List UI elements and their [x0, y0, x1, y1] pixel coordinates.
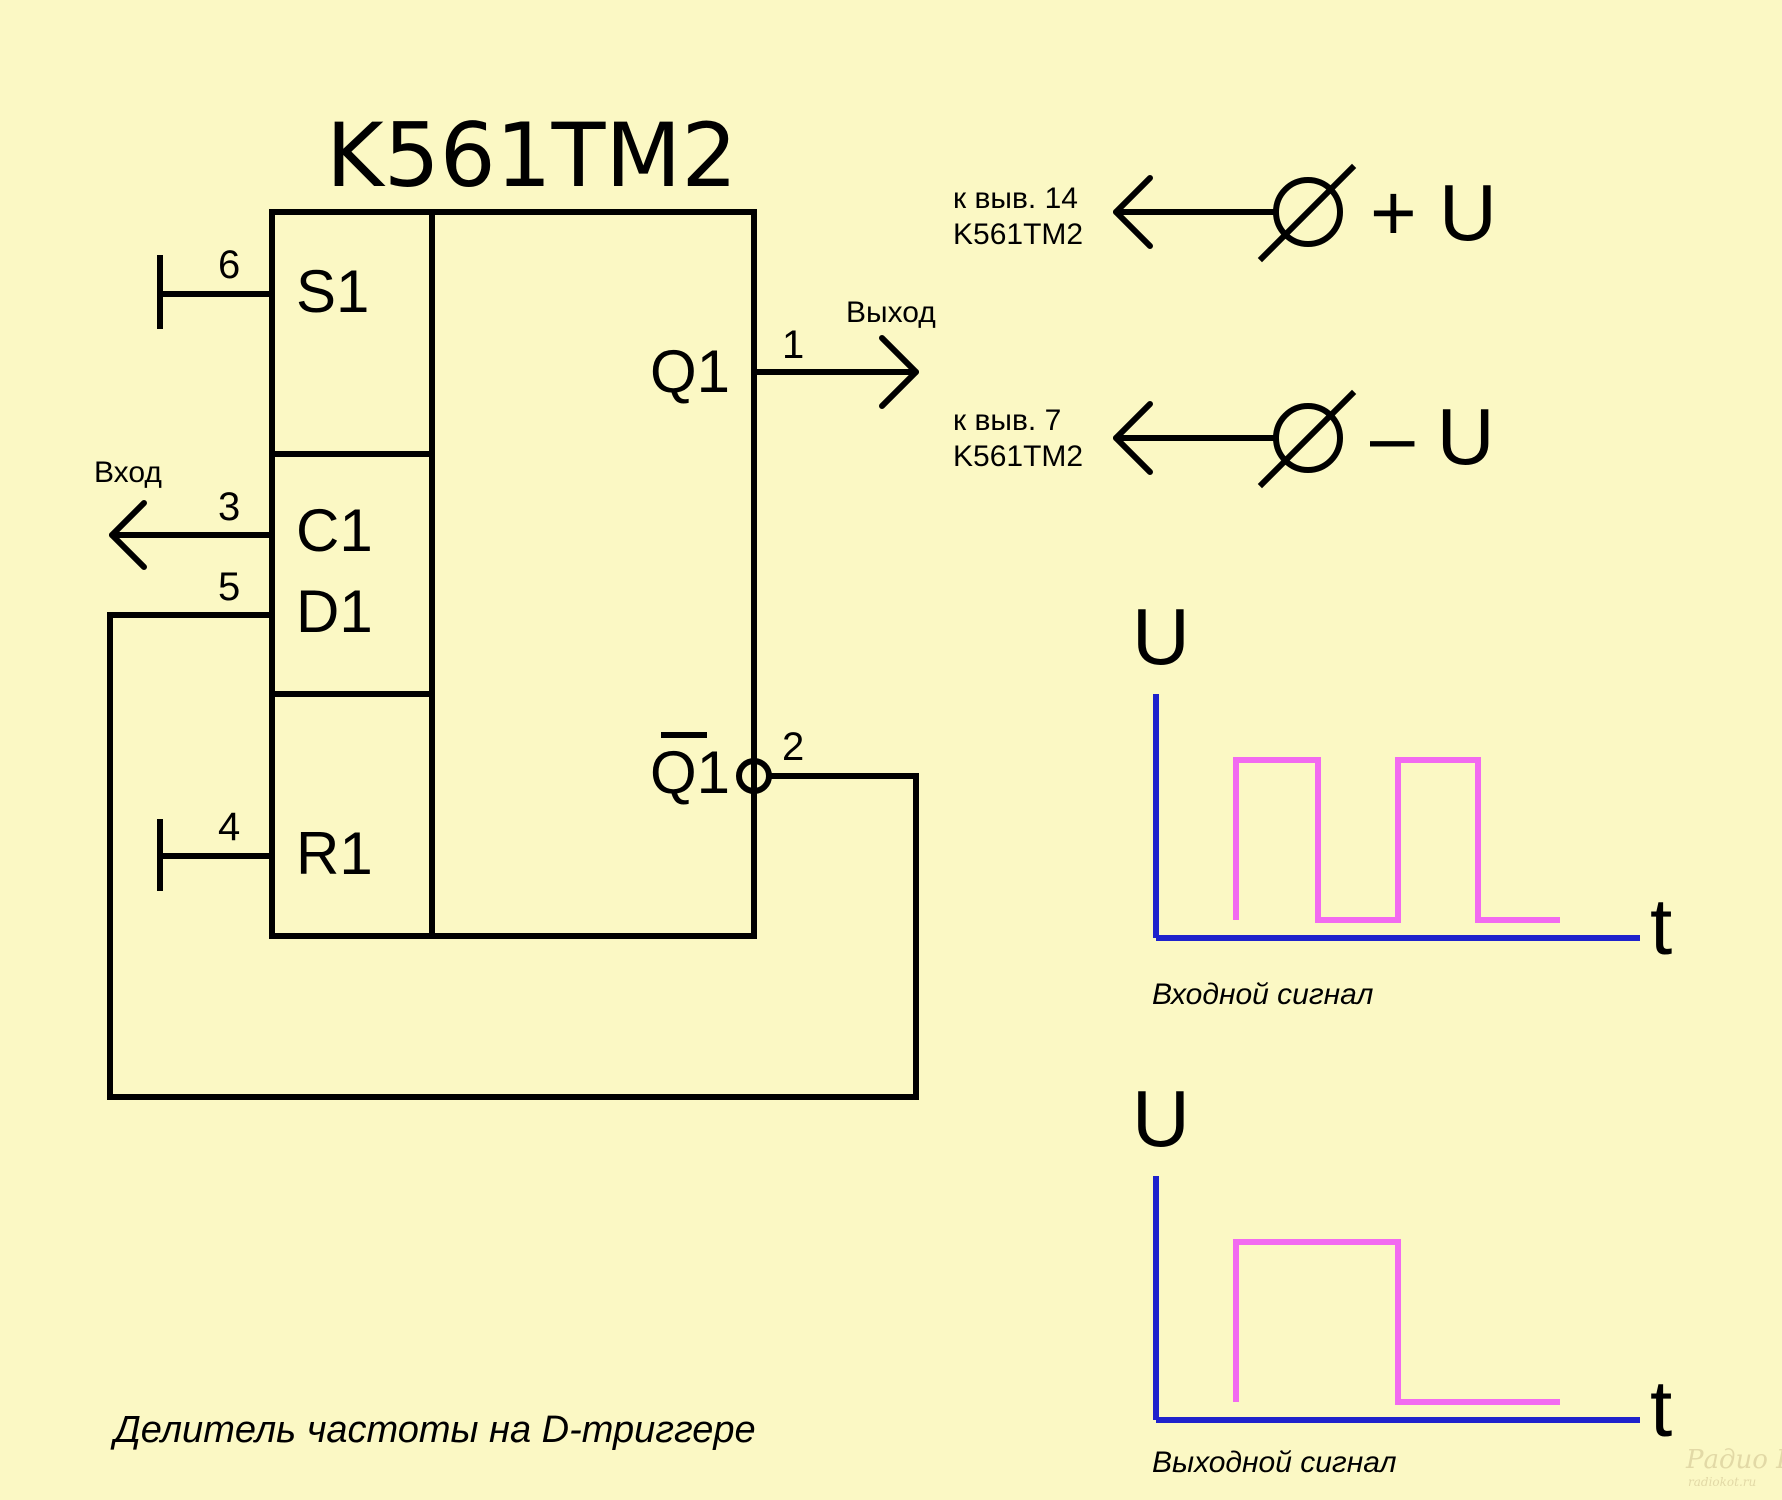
plus-pin-line2: K561TM2 — [953, 218, 1083, 251]
output-label: Выход — [846, 296, 936, 329]
pin-label-d1: D1 — [296, 578, 373, 645]
output-graph-y-label: U — [1132, 1074, 1190, 1163]
chip-name: K561TM2 — [326, 104, 737, 207]
chip-body — [269, 209, 757, 939]
watermark-line2: radiokot.ru — [1688, 1475, 1756, 1489]
s1-pin-wire — [157, 255, 275, 329]
pin-number-6: 6 — [218, 243, 240, 287]
input-arrow — [109, 500, 275, 570]
minus-voltage-label: – U — [1370, 392, 1495, 481]
minus-power-terminal-icon — [1113, 389, 1357, 489]
pin-label-r1: R1 — [296, 820, 373, 887]
input-label: Вход — [94, 456, 162, 489]
minus-pin-line1: к выв. 7 — [953, 404, 1061, 437]
diagram-title: Делитель частоты на D-триггере — [110, 1409, 756, 1451]
pin-number-2: 2 — [782, 725, 804, 769]
pin-label-s1: S1 — [296, 258, 369, 325]
input-graph-y-label: U — [1132, 592, 1190, 681]
output-graph-x-label: t — [1650, 1364, 1672, 1453]
r1-pin-wire — [157, 819, 275, 891]
input-signal-graph: U t Входной сигнал — [1132, 592, 1672, 1011]
plus-power-terminal-icon — [1113, 163, 1357, 263]
watermark-line1: Радио КОТ — [1685, 1445, 1782, 1475]
input-graph-x-label: t — [1650, 882, 1672, 971]
pin-number-4: 4 — [218, 805, 240, 849]
output-graph-caption: Выходной сигнал — [1152, 1446, 1397, 1479]
output-signal-graph: U t Выходной сигнал — [1132, 1074, 1672, 1479]
pin-label-c1: C1 — [296, 497, 373, 564]
pin-label-q1: Q1 — [650, 338, 730, 405]
pin-label-nq1: Q1 — [650, 739, 730, 806]
pin-number-5: 5 — [218, 565, 240, 609]
output-pulse-train — [1233, 1239, 1560, 1405]
pin-number-1: 1 — [782, 323, 804, 367]
output-arrow — [751, 335, 919, 409]
plus-pin-line1: к выв. 14 — [953, 182, 1078, 215]
plus-voltage-label: + U — [1370, 168, 1497, 257]
minus-pin-line2: K561TM2 — [953, 440, 1083, 473]
input-pulse-train — [1233, 757, 1560, 923]
feedback-wire — [107, 612, 919, 1100]
input-graph-caption: Входной сигнал — [1152, 978, 1373, 1011]
pin-number-3: 3 — [218, 485, 240, 529]
